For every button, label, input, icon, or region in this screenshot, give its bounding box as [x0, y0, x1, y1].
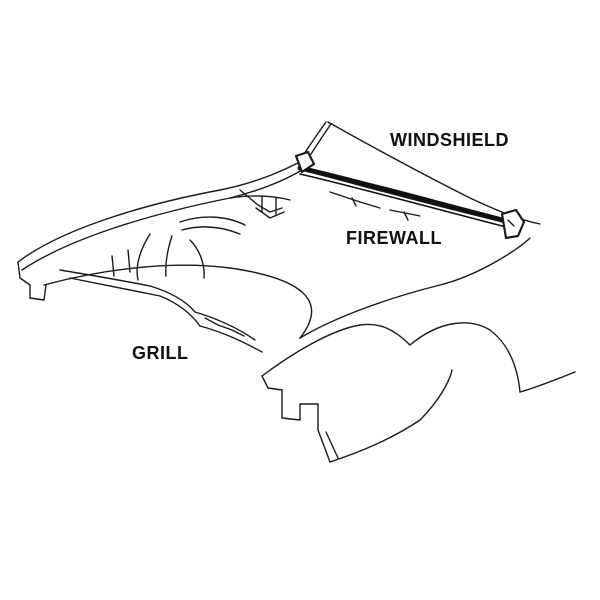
firewall-label: FIREWALL: [346, 228, 442, 248]
hood-panel: [17, 161, 521, 339]
grill-label: GRILL: [132, 343, 189, 363]
windshield-label: WINDSHIELD: [390, 130, 509, 150]
inner-structure: [59, 216, 263, 353]
firewall-area: [229, 189, 421, 221]
windshield-seal-strip: [294, 150, 526, 240]
fender: [261, 237, 576, 463]
